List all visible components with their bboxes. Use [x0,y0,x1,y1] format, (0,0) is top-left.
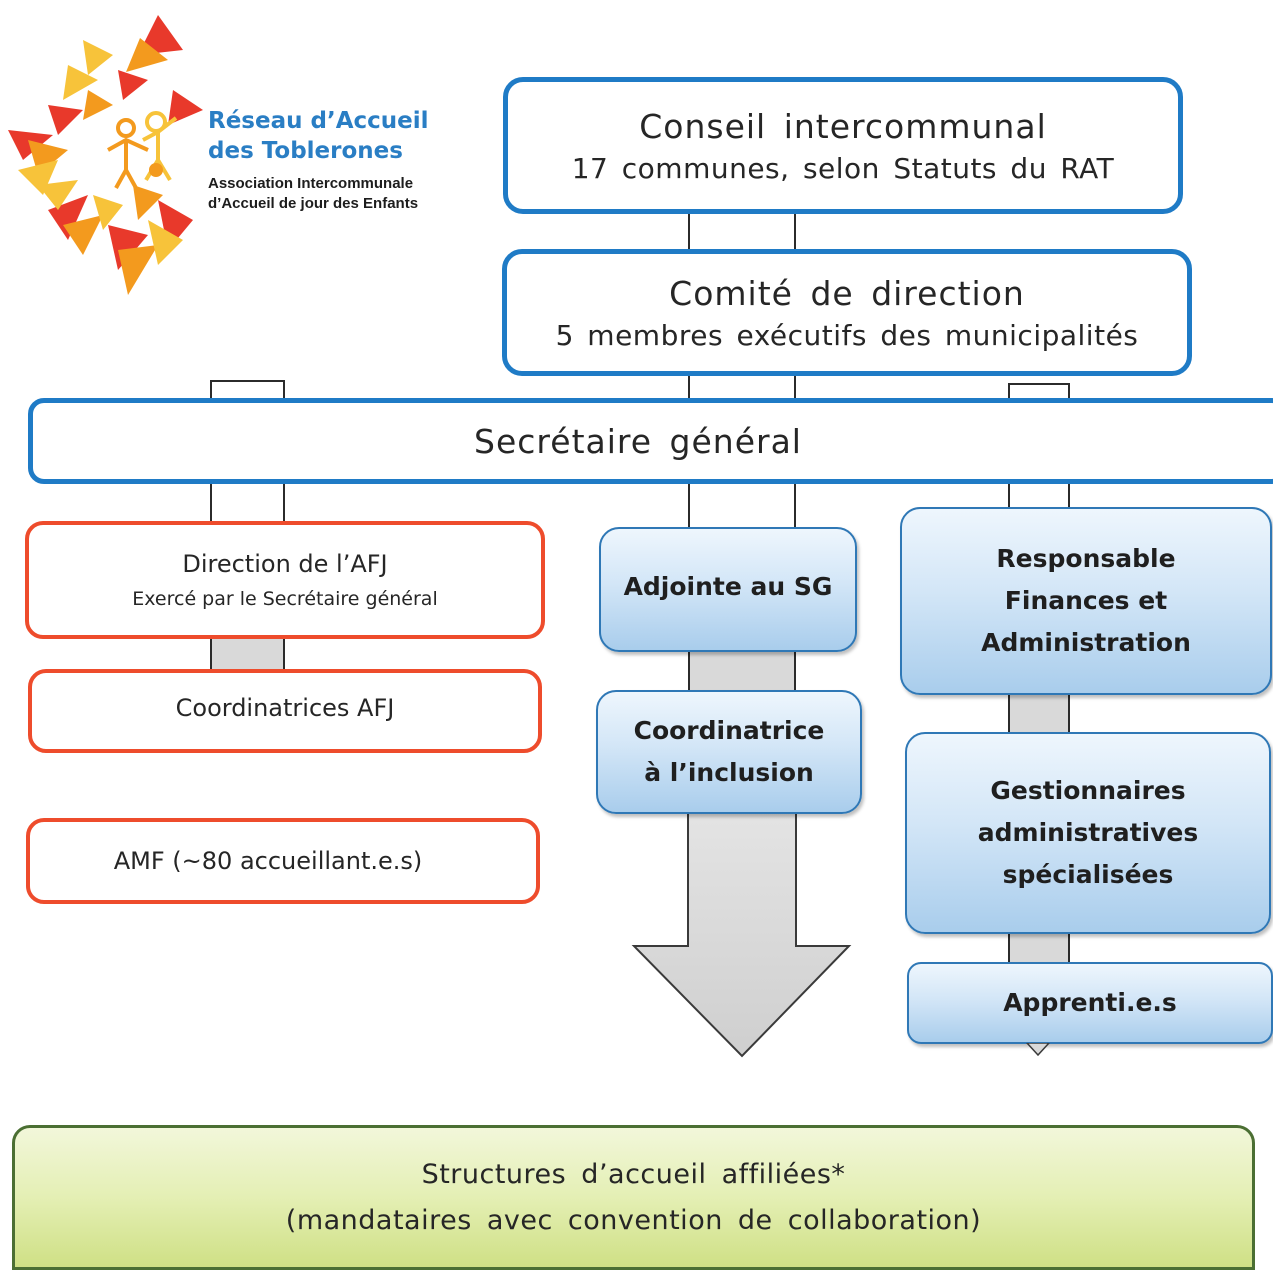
node-coord-inclusion-line2: à l’inclusion [644,758,814,787]
node-direction-afj-subtitle: Exercé par le Secrétaire général [132,588,438,610]
node-responsable-finances: Responsable Finances et Administration [900,507,1272,695]
sun-logo-icon [8,15,203,295]
connector-responsable-gestionnaires [1008,690,1070,735]
node-secretaire-general: Secrétaire général [28,398,1273,484]
node-conseil-intercommunal: Conseil intercommunal 17 communes, selon… [503,77,1183,214]
node-direction-afj-title: Direction de l’AFJ [182,550,388,578]
connector-secretaire-direction [210,482,285,527]
node-gestionnaires-line3: spécialisées [1002,860,1174,889]
node-adjointe-sg: Adjointe au SG [599,527,857,652]
node-apprentis-title: Apprenti.e.s [1003,988,1177,1017]
node-coordinatrice-inclusion: Coordinatrice à l’inclusion [596,690,862,814]
node-coordinatrices-afj: Coordinatrices AFJ [28,669,542,753]
node-gestionnaires: Gestionnaires administratives spécialisé… [905,732,1271,934]
node-coord-inclusion-line1: Coordinatrice [633,716,825,745]
connector-secretaire-adjointe [688,482,796,530]
node-responsable-line3: Administration [981,628,1191,657]
node-structures-accueil: Structures d’accueil affiliées* (mandata… [12,1125,1255,1270]
node-adjointe-sg-title: Adjointe au SG [623,571,833,601]
node-responsable-line1: Responsable [996,544,1176,573]
node-amf-title: AMF (~80 accueillant.e.s) [113,847,423,875]
node-gestionnaires-line2: administratives [977,818,1199,847]
node-secretaire-title: Secrétaire général [474,421,802,461]
node-apprentis: Apprenti.e.s [907,962,1273,1044]
logo-name-line1: Réseau d’Accueil [208,108,429,134]
connector-conseil-comite [688,210,796,255]
logo-sub-line1: Association Intercommunale [208,175,414,192]
connector-adjointe-coordinatrice [688,648,796,694]
node-direction-afj: Direction de l’AFJ Exercé par le Secréta… [25,521,545,639]
node-conseil-subtitle: 17 communes, selon Statuts du RAT [571,151,1115,185]
logo: Réseau d’Accueil des Toblerones Associat… [8,10,458,300]
node-amf: AMF (~80 accueillant.e.s) [26,818,540,904]
node-comite-title: Comité de direction [669,273,1025,313]
node-comite-direction: Comité de direction 5 membres exécutifs … [502,249,1192,376]
node-gestionnaires-line1: Gestionnaires [990,776,1186,805]
node-comite-subtitle: 5 membres exécutifs des municipalités [555,318,1139,352]
small-down-arrow-icon [1026,1043,1050,1057]
logo-sub-line2: d’Accueil de jour des Enfants [208,195,419,212]
down-arrow-icon [631,808,852,1058]
node-structures-line1: Structures d’accueil affiliées* [421,1158,846,1190]
node-structures-line2: (mandataires avec convention de collabor… [285,1204,982,1236]
node-responsable-line2: Finances et [1004,586,1168,615]
connector-direction-coordinatrices [210,634,285,674]
connector-gestionnaires-apprentis [1008,930,1070,966]
logo-name-line2: des Toblerones [208,138,403,164]
node-conseil-title: Conseil intercommunal [639,106,1047,146]
node-coordinatrices-afj-title: Coordinatrices AFJ [175,694,395,722]
